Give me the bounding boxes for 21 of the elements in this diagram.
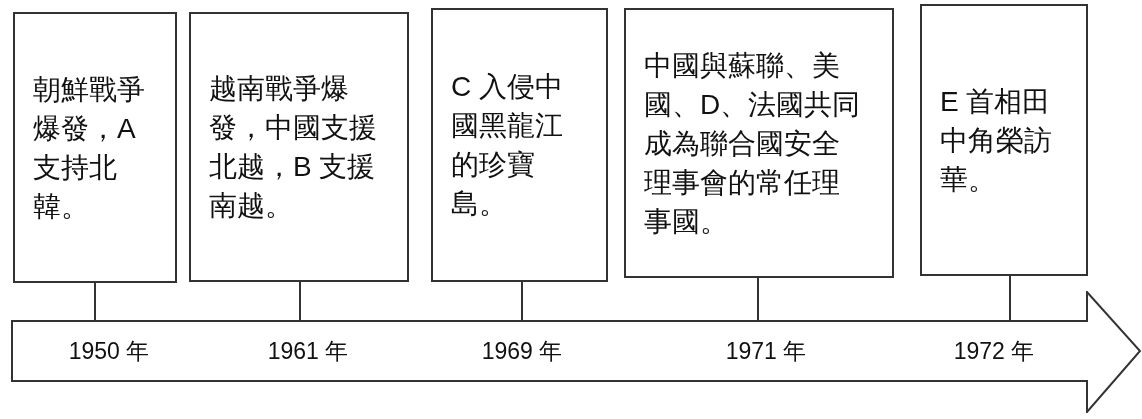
event-box — [13, 12, 177, 283]
event-box — [189, 12, 409, 282]
timeline-arrow — [11, 291, 1142, 413]
year-label: 1969 年 — [481, 337, 563, 365]
year-label: 1961 年 — [267, 337, 349, 365]
connector-line — [1009, 275, 1011, 322]
year-label: 1950 年 — [68, 337, 150, 365]
connector-line — [299, 281, 301, 322]
event-text: 中國與蘇聯、美國、D、法國共同成為聯合國安全理事會的常任理事國。 — [644, 48, 862, 239]
event-text: 越南戰爭爆發，中國支援北越，B 支援南越。 — [209, 72, 378, 223]
event-box — [920, 4, 1088, 276]
connector-line — [94, 282, 96, 322]
event-text: 朝鮮戰爭爆發，A 支持北韓。 — [33, 72, 146, 224]
year-label: 1971 年 — [725, 337, 807, 365]
event-text: C 入侵中國黑龍江的珍寶島。 — [451, 70, 564, 221]
year-label: 1972 年 — [953, 337, 1035, 365]
event-text: E 首相田中角榮訪華。 — [940, 84, 1053, 197]
event-box — [624, 8, 894, 278]
connector-line — [757, 277, 759, 322]
event-box — [431, 8, 608, 282]
connector-line — [521, 281, 523, 322]
